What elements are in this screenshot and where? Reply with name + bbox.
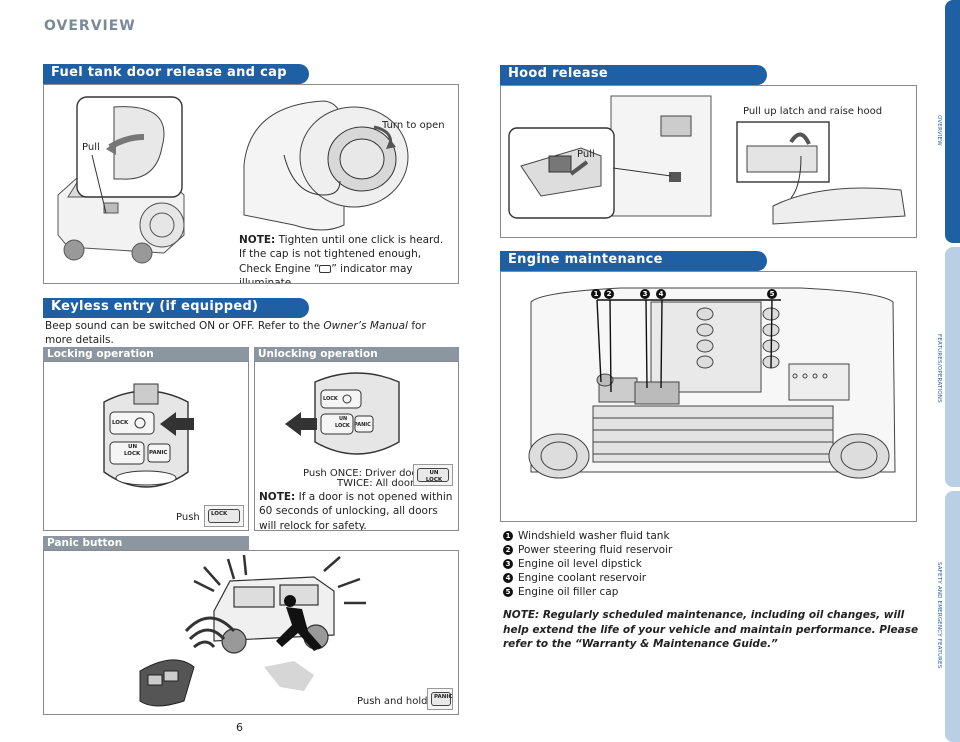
list-number: 5 (503, 587, 513, 597)
side-tab-features[interactable] (945, 247, 960, 487)
list-label: Engine coolant reservoir (518, 572, 647, 584)
engine-callout-4: 4 (656, 289, 666, 299)
fuel-turn-label: Turn to open (382, 120, 445, 131)
list-number: 4 (503, 573, 513, 583)
side-label-safety: SAFETY AND EMERGENCY FEATURES (936, 561, 942, 669)
engine-callout-1: 1 (591, 289, 601, 299)
locking-operation-title: Locking operation (43, 347, 249, 361)
panic-button-icon-text: PANIC (431, 692, 452, 706)
unlocking-panel: LOCK UN LOCK PANIC Push ONCE: Driver doo… (254, 361, 459, 531)
push-once-label: Push ONCE: Driver door (303, 468, 422, 479)
keyless-section-title: Keyless entry (if equipped) (43, 298, 309, 318)
engine-callout-5: 5 (767, 289, 777, 299)
list-number: 3 (503, 559, 513, 569)
panic-button-title: Panic button (43, 536, 249, 550)
unlock-fob-lock-text: LOCK (323, 396, 338, 402)
push-twice-label: TWICE: All doors (337, 478, 420, 489)
push-label: Push (176, 512, 200, 523)
list-item: 4 Engine coolant reservoir (503, 571, 672, 585)
unlock-fob-unlock-text-1: UN (339, 416, 348, 422)
page-number: 6 (236, 721, 243, 734)
list-item: 2 Power steering fluid reservoir (503, 543, 672, 557)
page-heading: OVERVIEW (44, 18, 136, 34)
fuel-section-title: Fuel tank door release and cap (43, 64, 309, 84)
hood-latch-label: Pull up latch and raise hood (743, 106, 883, 117)
list-item: 3 Engine oil level dipstick (503, 557, 672, 571)
engine-illustration (528, 287, 896, 479)
fuel-note: NOTE: Tighten until one click is heard. … (239, 233, 453, 284)
unlocking-operation-title: Unlocking operation (254, 347, 459, 361)
side-tab-overview[interactable] (945, 0, 960, 243)
list-item: 1 Windshield washer fluid tank (503, 529, 672, 543)
fuel-note-text-end: ” indicator may illuminate. (239, 262, 413, 284)
fuel-illustration (57, 96, 409, 264)
fob-panic-text: PANIC (149, 450, 168, 456)
engine-parts-list: 1 Windshield washer fluid tank 2 Power ste… (503, 529, 672, 599)
lock-button-icon: LOCK (204, 505, 244, 527)
side-label-features: FEATURES/OPERATIONS (936, 333, 942, 403)
unlock-fob-unlock-text-2: LOCK (335, 423, 350, 429)
keyless-intro-text: Beep sound can be switched ON or OFF. Re… (45, 320, 324, 332)
hood-section-title: Hood release (500, 65, 767, 85)
side-tab-safety[interactable] (945, 491, 960, 742)
hood-illustration (508, 95, 906, 225)
check-engine-icon (319, 264, 332, 273)
unlock-fob-panic-text: PANIC (354, 422, 371, 428)
fuel-panel: Pull Turn to open NOTE: Tighten until on… (43, 84, 459, 284)
list-number: 1 (503, 531, 513, 541)
fob-lock-text: LOCK (112, 420, 129, 426)
keyless-note: NOTE: If a door is not opened within 60 … (259, 490, 457, 531)
engine-section-title: Engine maintenance (500, 251, 767, 271)
keyless-intro-manual: Owner’s Manual (323, 320, 408, 332)
maintenance-note: NOTE: Regularly scheduled maintenance, i… (503, 609, 919, 651)
list-label: Engine oil filler cap (518, 586, 619, 598)
keyless-intro: Beep sound can be switched ON or OFF. Re… (45, 320, 455, 347)
push-hold-label: Push and hold (357, 696, 428, 707)
panic-illustration (139, 554, 366, 707)
engine-panel: 1 2 3 4 5 (500, 271, 917, 522)
fob-unlock-text-1: UN (128, 444, 138, 450)
engine-callout-2: 2 (604, 289, 614, 299)
unlock-key-fob-illustration (285, 372, 400, 455)
fuel-note-text: Tighten until one click is heard. If the… (239, 234, 444, 275)
locking-panel: LOCK UN LOCK PANIC Push LOCK (43, 361, 249, 531)
unlock-icon-text-1: UN (429, 470, 439, 476)
fuel-note-label: NOTE: (239, 234, 276, 246)
list-label: Windshield washer fluid tank (518, 530, 670, 542)
keyless-intro-end: for more details. (45, 320, 426, 346)
hood-pull-label: Pull (577, 149, 595, 160)
keyless-note-label: NOTE: (259, 491, 296, 503)
fob-unlock-text-2: LOCK (124, 451, 141, 457)
list-item: 5 Engine oil filler cap (503, 585, 672, 599)
list-label: Power steering fluid reservoir (518, 544, 673, 556)
side-tabs (945, 0, 960, 742)
panic-button-icon: PANIC (427, 688, 453, 710)
engine-callout-3: 3 (640, 289, 650, 299)
fuel-pull-label: Pull (82, 142, 100, 153)
unlock-icon-text-2: LOCK (425, 476, 443, 483)
hood-panel: Pull Pull up latch and raise hood (500, 85, 917, 238)
lock-key-fob-illustration (103, 383, 194, 488)
panic-panel: Push and hold PANIC (43, 550, 459, 715)
list-label: Engine oil level dipstick (518, 558, 642, 570)
list-number: 2 (503, 545, 513, 555)
side-label-overview: OVERVIEW (936, 114, 942, 146)
keyless-note-text: If a door is not opened within 60 second… (259, 491, 453, 531)
lock-button-icon-text: LOCK (208, 509, 240, 523)
